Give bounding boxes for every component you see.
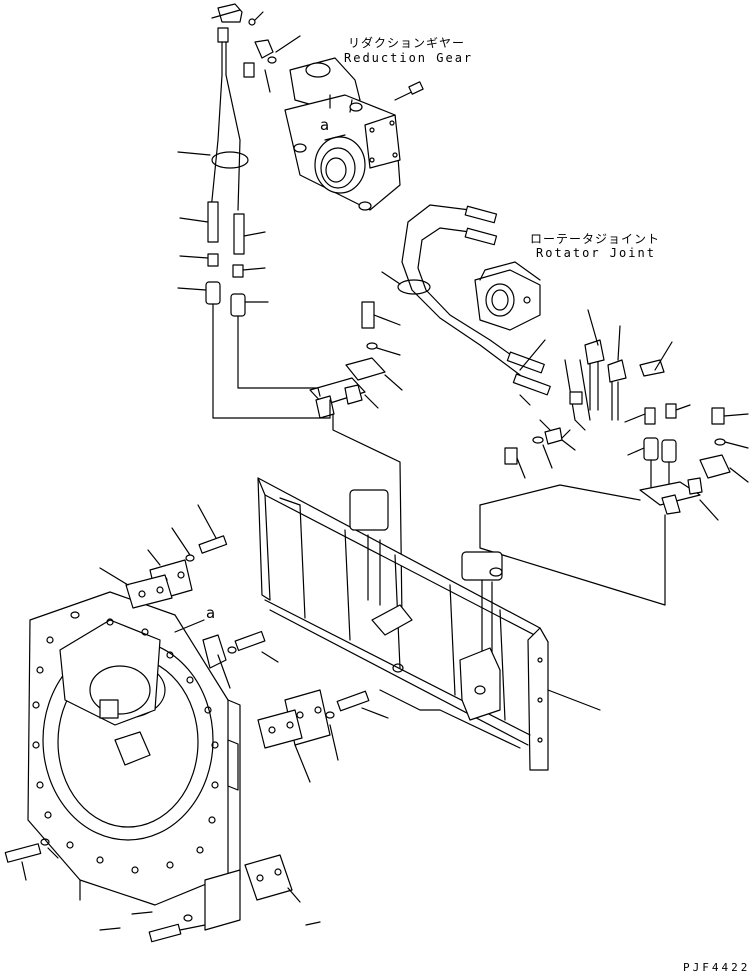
reference-a-bottom-leader [174,619,205,633]
rotator-joint-label-en: Rotator Joint [536,246,656,260]
right-fittings [564,309,749,521]
reference-a-bottom: a [206,604,215,622]
rotator-joint [474,261,541,331]
reduction-gear-label-en: Reduction Gear [344,51,473,65]
front-housing-plate [27,591,241,931]
reduction-gear [284,57,424,211]
drawing-code: PJF4422 [683,961,750,974]
hose-right [381,204,551,406]
tube-routings [212,303,666,621]
top-fittings [211,3,301,93]
middle-clamp [309,301,403,419]
rotator-joint-label-jp: ローテータジョイント [530,232,660,246]
main-frame [257,477,601,771]
mounting-plates [4,504,389,943]
reference-a-top: a [320,116,329,134]
hose-left [177,74,269,317]
reduction-gear-label-jp: リダクションギヤー [348,35,465,50]
